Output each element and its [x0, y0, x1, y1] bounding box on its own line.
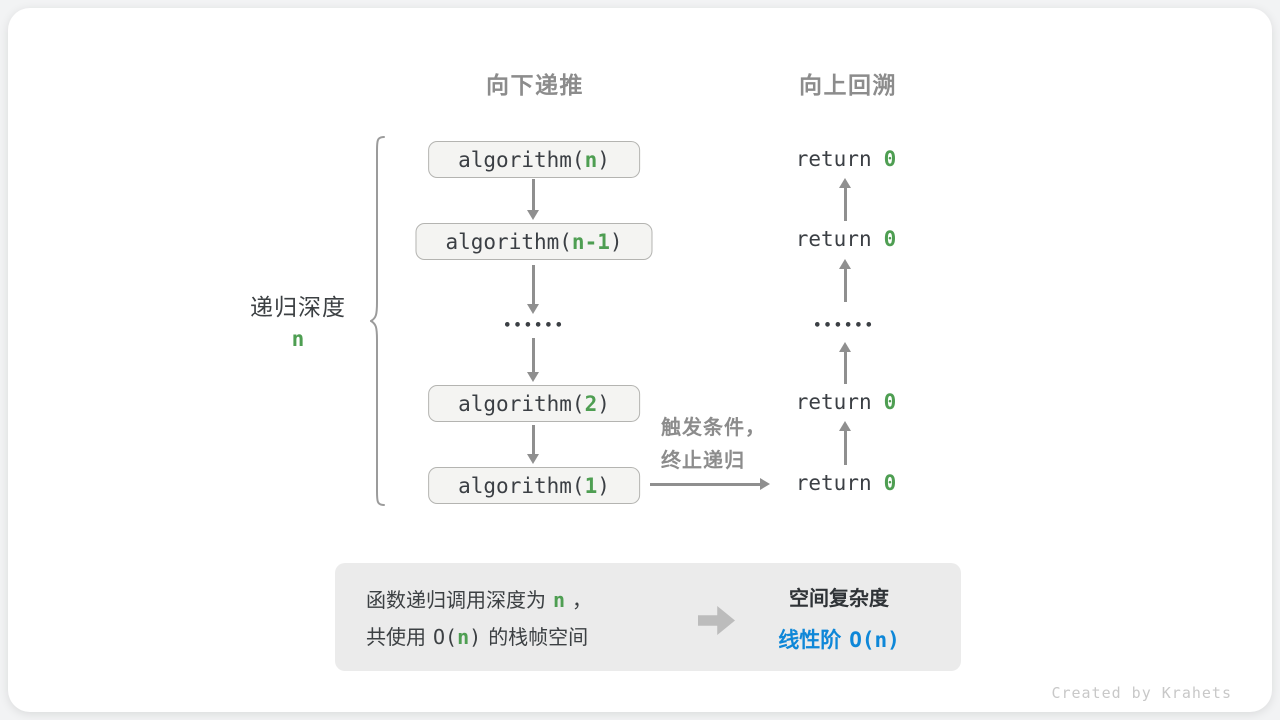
space-complexity-order: 线性阶	[778, 629, 842, 652]
return-row-1-label: return	[795, 147, 872, 171]
summary-line2-o-open: O(	[433, 625, 458, 649]
down-arrow-4	[527, 425, 540, 464]
up-arrow-4	[839, 421, 852, 465]
space-complexity-value: 线性阶 O(n)	[739, 624, 939, 654]
algo-box-n-post: )	[597, 147, 610, 172]
return-row-2-label: return	[795, 227, 872, 251]
algo-box-1-arg: 1	[584, 473, 598, 498]
algo-box-2: algorithm(2)	[428, 385, 640, 422]
algo-box-n-arg: n	[584, 147, 598, 172]
summary-line1: 函数递归调用深度为 n ，	[366, 586, 592, 614]
algo-box-1-pre: algorithm(	[458, 473, 585, 498]
left-ellipsis: ••••••	[503, 318, 565, 334]
up-arrow-3	[839, 342, 852, 384]
return-row-2-value: 0	[883, 227, 897, 251]
summary-line1-comma: ，	[572, 590, 593, 612]
base-case-arrow	[650, 478, 770, 491]
base-case-annotation-line2: 终止递归	[661, 450, 745, 472]
up-arrow-2	[839, 259, 852, 302]
down-arrow-3	[527, 338, 540, 382]
summary-line1-text: 函数递归调用深度为	[366, 590, 546, 612]
algo-box-n-1-arg: n-1	[571, 229, 610, 254]
return-row-3: return 0	[796, 388, 897, 416]
return-row-1-value: 0	[883, 147, 897, 171]
return-row-3-label: return	[795, 390, 872, 414]
depth-value-n: n	[291, 327, 305, 351]
summary-line2: 共使用 O(n) 的栈帧空间	[366, 623, 588, 651]
return-row-3-value: 0	[883, 390, 897, 414]
summary-line2-post: 的栈帧空间	[488, 627, 589, 649]
depth-brace	[370, 136, 385, 506]
depth-value: n	[218, 327, 378, 352]
return-row-2: return 0	[796, 225, 897, 253]
summary-panel	[335, 563, 961, 671]
algo-box-n: algorithm(n)	[428, 141, 640, 178]
depth-label: 递归深度	[250, 294, 346, 320]
recursion-space-complexity-diagram: 向下递推 向上回溯 递归深度 n algorithm(n) algorithm(…	[8, 8, 1272, 712]
algo-box-2-post: )	[597, 391, 610, 416]
header-upward-backtracking: 向上回溯	[799, 72, 897, 98]
return-row-4-label: return	[795, 471, 872, 495]
summary-line2-pre: 共使用	[366, 627, 426, 649]
algo-box-n-1-post: )	[609, 229, 623, 254]
return-row-4-value: 0	[883, 471, 897, 495]
header-downward-recursion: 向下递推	[486, 72, 584, 98]
algo-box-n-pre: algorithm(	[458, 147, 585, 172]
space-complexity-title: 空间复杂度	[789, 588, 889, 610]
down-arrow-1	[527, 179, 540, 220]
down-arrow-2	[527, 265, 540, 314]
summary-line1-n: n	[553, 588, 566, 612]
algo-box-2-pre: algorithm(	[458, 391, 585, 416]
summary-line2-o-n: n	[457, 625, 470, 649]
space-complexity-expr: O(n)	[849, 628, 900, 652]
summary-line2-o-close: )	[469, 625, 482, 649]
base-case-annotation-line1: 触发条件，	[661, 417, 766, 439]
algo-box-2-arg: 2	[584, 391, 598, 416]
return-row-1: return 0	[796, 145, 897, 173]
right-ellipsis: ••••••	[813, 318, 875, 334]
algo-box-n-1: algorithm(n-1)	[415, 223, 653, 260]
algo-box-n-1-pre: algorithm(	[445, 229, 572, 254]
credit-text: Created by Krahets	[1051, 684, 1232, 702]
up-arrow-1	[839, 178, 852, 221]
algo-box-1-post: )	[597, 473, 610, 498]
algo-box-1: algorithm(1)	[428, 467, 640, 504]
summary-line2-big-o: O(n)	[433, 625, 481, 649]
return-row-4: return 0	[796, 469, 897, 497]
